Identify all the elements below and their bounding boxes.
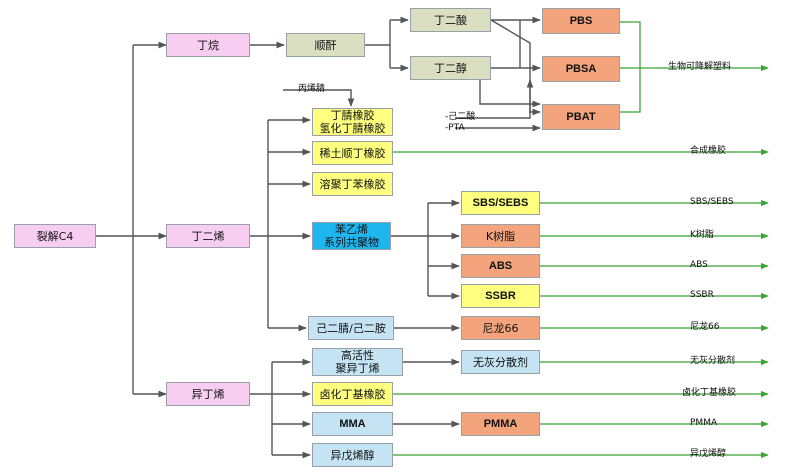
node-abs: ABS: [461, 254, 540, 278]
output-ssbr: SSBR: [690, 290, 714, 300]
node-butane: 丁烷: [166, 33, 250, 57]
node-isobutylene: 异丁烯: [166, 382, 250, 406]
output-halobutyl: 卤化丁基橡胶: [682, 388, 737, 398]
output-sbs-sebs: SBS/SEBS: [690, 197, 734, 207]
input-acrylonitrile: 丙烯腈: [298, 84, 326, 94]
output-synthetic-rubber: 合成橡胶: [690, 146, 727, 156]
node-isoprenol: 异戊烯醇: [312, 443, 393, 467]
node-ssbr-rubber: 溶聚丁苯橡胶: [312, 172, 393, 196]
output-pmma: PMMA: [690, 418, 718, 428]
node-sbs-sebs: SBS/SEBS: [461, 191, 540, 215]
output-isoprenol: 异戊烯醇: [690, 449, 727, 459]
node-adiponitrile: 己二腈/己二胺: [308, 316, 394, 340]
node-nylon66: 尼龙66: [461, 316, 540, 340]
output-abs: ABS: [690, 260, 708, 270]
input-adipic-acid: -己二酸: [445, 112, 476, 122]
node-hr-pib: 高活性 聚异丁烯: [312, 348, 403, 376]
node-pbs: PBS: [542, 8, 620, 34]
node-ssbr: SSBR: [461, 284, 540, 308]
output-biodegradable: 生物可降解塑料: [668, 62, 732, 72]
node-mma: MMA: [312, 412, 393, 436]
node-styrene-copolymers: 苯乙烯 系列共聚物: [312, 222, 391, 250]
node-ashless-dispersant: 无灰分散剂: [461, 350, 540, 374]
input-pta: -PTA: [445, 123, 465, 133]
node-rare-earth-br: 稀土顺丁橡胶: [312, 141, 393, 165]
node-nbr: 丁腈橡胶 氢化丁腈橡胶: [312, 108, 393, 136]
node-pmma: PMMA: [461, 412, 540, 436]
node-halobutyl: 卤化丁基橡胶: [312, 382, 393, 406]
node-butadiene: 丁二烯: [166, 224, 250, 248]
node-pbat: PBAT: [542, 104, 620, 130]
node-pbsa: PBSA: [542, 56, 620, 82]
node-maleic-anhydride: 顺酐: [286, 33, 365, 57]
node-k-resin: K树脂: [461, 224, 540, 248]
node-butanediol: 丁二醇: [410, 56, 491, 80]
node-lysis-c4: 裂解C4: [14, 224, 96, 248]
output-k-resin: K树脂: [690, 230, 714, 240]
output-ashless-dispersant: 无灰分散剂: [690, 356, 736, 366]
output-nylon66: 尼龙66: [690, 322, 720, 332]
node-succinic-acid: 丁二酸: [410, 8, 491, 32]
